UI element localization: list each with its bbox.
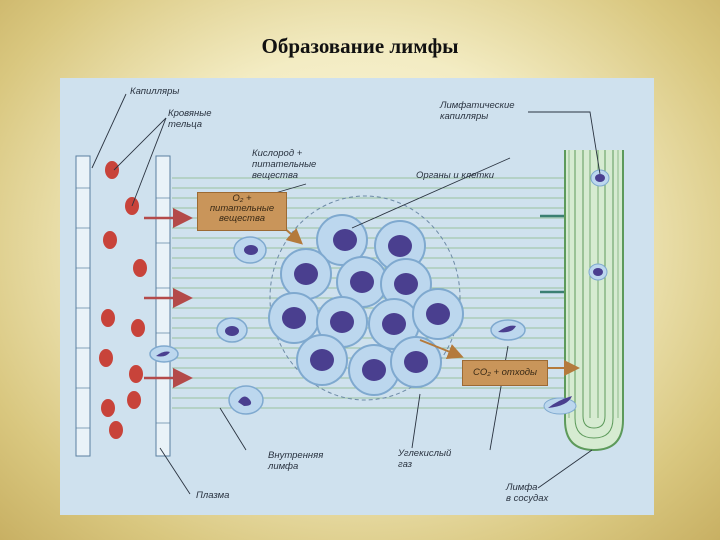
label-plasma: Плазма (196, 490, 230, 501)
white-blood-cells (149, 236, 526, 415)
blood-capillary-right (155, 155, 171, 457)
filtration-arrows (144, 208, 193, 388)
lymph-formation-diagram: Капилляры Кровяные тельца Кислород + пит… (60, 78, 654, 515)
label-organs-cells: Органы и клетки (416, 170, 495, 181)
label-leader-lines (91, 93, 601, 495)
label-carbon-dioxide: Углекислый газ (398, 448, 452, 470)
label-internal-lymph: Внутренняя лимфа (268, 450, 324, 472)
blood-capillary-left (75, 155, 91, 457)
lymphatic-capillary (543, 150, 624, 452)
red-blood-cells (99, 161, 147, 439)
oxygen-nutrients-box: O₂ + питательные вещества (197, 192, 287, 231)
slide-title: Образование лимфы (261, 34, 459, 58)
tissue-cells (268, 214, 464, 396)
label-oxygen-nutrients: Кислород + питательные вещества (252, 148, 317, 181)
tissue-boundary (269, 195, 461, 401)
label-lymph-capillaries: Лимфатические капилляры (440, 100, 515, 122)
diagram-drawing (75, 93, 624, 495)
label-lymph-in-vessels: Лимфа в сосудах (506, 482, 549, 504)
label-blood-cells: Кровяные тельца (168, 108, 212, 130)
label-capillaries: Капилляры (130, 86, 180, 97)
co2-waste-box: CO₂ + отходы (462, 360, 548, 386)
